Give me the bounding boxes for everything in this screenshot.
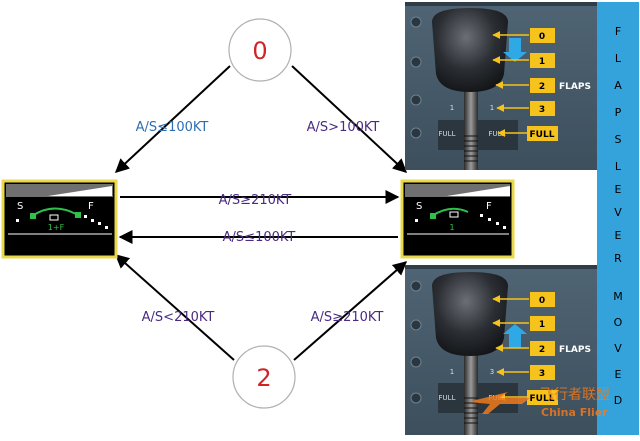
watermark-en: China Flier (541, 406, 608, 419)
banner-letter: L (615, 160, 622, 173)
banner-letter: V (614, 206, 622, 219)
scale-three-bottom: 3 (490, 368, 494, 376)
ecam-right-config: 1 (449, 223, 454, 232)
ecam-display-right: S F 1 (400, 179, 515, 259)
banner-letter: M (613, 290, 623, 303)
scale-full-top-b: FULL (489, 130, 506, 138)
label-bottom-to-left: A/S<210KT (142, 310, 215, 325)
scale-one-bottom: 1 (450, 368, 454, 376)
banner-letter: P (615, 106, 622, 119)
banner-letter: S (615, 133, 622, 146)
watermark-logo: 飞行者联盟 China Flier (468, 387, 610, 419)
scale-full-bottom: FULL (439, 394, 456, 402)
detent-3-bottom: 3 (539, 369, 545, 379)
banner-letter: E (615, 183, 622, 196)
ecam-left-s: S (17, 201, 23, 212)
detent-1-bottom: 1 (539, 320, 545, 330)
detent-0-top: 0 (539, 32, 545, 42)
ecam-left-f: F (88, 201, 94, 212)
detent-full-top: FULL (530, 130, 555, 140)
banner-letter: D (614, 394, 622, 407)
banner-letter: V (614, 342, 622, 355)
banner-letter: R (614, 252, 622, 265)
arrow-bottom-to-right (293, 261, 408, 361)
label-top-to-right: A/S>100KT (307, 120, 380, 135)
detent-1-top: 1 (539, 57, 545, 67)
state-node-2: 2 (232, 345, 296, 409)
ecam-left-config: 1+F (48, 223, 65, 232)
flaps-label-bottom: FLAPS (559, 345, 591, 355)
ecam-display-left: S F 1+F (1, 179, 118, 259)
ecam-right-f: F (486, 201, 492, 212)
label-bottom-to-right: A/S≥210KT (311, 310, 384, 325)
scale-one-top: 1 (450, 104, 454, 112)
state-2-label: 2 (256, 364, 271, 392)
scale-full-top: FULL (439, 130, 456, 138)
detent-full-bottom: FULL (530, 394, 555, 404)
flap-lever-panel-bottom: 1 3 FULL FULL 0 1 2 3 FULL FLAPS (405, 265, 597, 435)
watermark-cn: 飞行者联盟 (540, 387, 610, 403)
detent-3-top: 3 (539, 105, 545, 115)
banner-letter: E (615, 229, 622, 242)
detent-0-bottom: 0 (539, 296, 545, 306)
label-top-to-left: A/S≤100KT (136, 120, 209, 135)
scale-one-top-b: 1 (490, 104, 494, 112)
ecam-right-s: S (416, 201, 422, 212)
arrow-top-to-right (291, 65, 408, 173)
state-node-0: 0 (228, 18, 292, 82)
arrow-bottom-to-left (114, 254, 235, 361)
banner-letter: A (614, 79, 622, 92)
label-left-to-right: A/S≥210KT (219, 193, 292, 208)
banner-letter: E (615, 368, 622, 381)
state-0-label: 0 (252, 37, 267, 65)
banner-letter: L (615, 52, 622, 65)
flap-lever-panel-top: 1 1 FULL FULL 0 1 2 3 FULL FLAPS (405, 2, 597, 170)
detent-2-bottom: 2 (539, 345, 545, 355)
banner-letter: O (614, 316, 623, 329)
label-right-to-left: A/S≤100KT (223, 230, 296, 245)
banner-letter: F (615, 25, 621, 38)
flaps-label-top: FLAPS (559, 82, 591, 92)
arrow-top-to-left (114, 65, 231, 173)
detent-2-top: 2 (539, 82, 545, 92)
